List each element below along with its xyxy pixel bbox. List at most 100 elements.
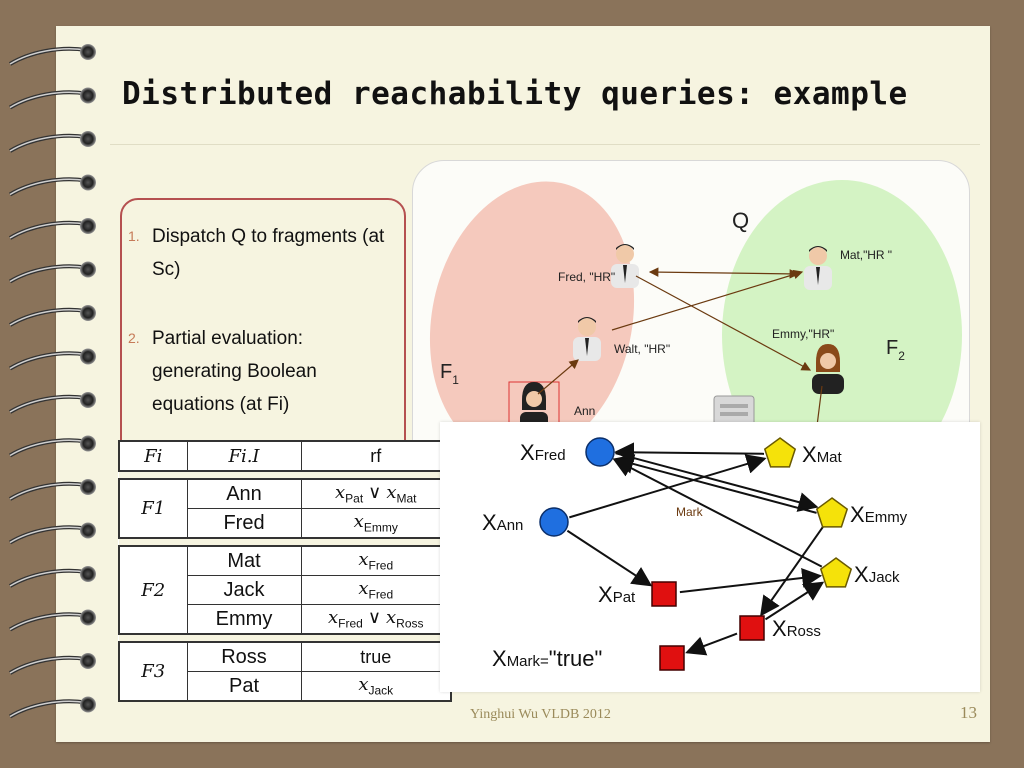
step-text: Partial evaluation: generating Boolean e…: [152, 328, 317, 415]
steps-box: 1. Dispatch Q to fragments (at Sc) 2. Pa…: [120, 198, 406, 608]
person-fred-label: Fred, "HR": [558, 270, 615, 284]
person-walt-label: Walt, "HR": [614, 342, 670, 356]
graph-node-label-mat: XMat: [802, 442, 843, 467]
step-number: 1.: [128, 228, 140, 244]
person-fred-icon: [611, 244, 639, 288]
edge-walt-mat: [611, 269, 804, 331]
graph-node-label-emmy: XEmmy: [850, 502, 908, 527]
page-number: 13: [960, 703, 977, 722]
fragment-f2-label: F2: [886, 337, 905, 363]
mark-overlay-label: Mark: [676, 505, 704, 519]
binding-ring: [8, 261, 96, 284]
fragment-f1-label: F1: [440, 361, 459, 387]
graph-node-label-fred: XFred: [520, 440, 566, 465]
node-cell: Ann: [187, 479, 302, 509]
header-fi: Fi: [119, 441, 188, 471]
node-cell: Ross: [187, 642, 302, 672]
fragment-cell: F2: [119, 546, 188, 634]
graph-node-label-ann: XAnn: [482, 510, 523, 535]
binding-ring: [8, 131, 96, 153]
slide-title: Distributed reachability queries: exampl…: [122, 76, 908, 112]
fragment-cell: F3: [119, 642, 188, 701]
binding-ring: [8, 348, 96, 371]
table-group-gap: [119, 634, 451, 642]
graph-node-label-pat: XPat: [598, 582, 636, 607]
binding-ring: [8, 653, 96, 675]
binding-ring: [8, 479, 96, 501]
graph-edge-emmy-ross: [760, 526, 824, 617]
graph-edge-jack-fred: [612, 458, 823, 568]
graph-node-jack: [819, 557, 853, 588]
graph-node-label-ross: XRoss: [772, 616, 821, 641]
binding-ring: [8, 522, 96, 545]
table-group-gap: [119, 538, 451, 546]
binding-ring: [8, 305, 96, 327]
spiral-binding: [8, 44, 96, 719]
binding-ring: [8, 392, 96, 414]
person-emmy-label: Emmy,"HR": [772, 327, 834, 341]
node-cell: Pat: [187, 671, 302, 701]
slide-paper: Distributed reachability queries: exampl…: [8, 26, 990, 742]
query-label: Q: [732, 208, 749, 233]
node-cell: Fred: [187, 508, 302, 538]
binding-ring: [8, 609, 96, 632]
person-ann-label: Ann: [574, 404, 595, 418]
step-item: 1. Dispatch Q to fragments (at Sc): [128, 220, 392, 286]
binding-ring: [8, 174, 96, 197]
rf-cell: xFred: [358, 549, 394, 573]
graph-edge-fred-emmy: [615, 452, 819, 512]
node-cell: Emmy: [187, 604, 302, 634]
binding-ring: [8, 44, 96, 66]
node-cell: Jack: [187, 575, 302, 605]
graph-node-mat: [763, 437, 797, 468]
binding-ring: [8, 696, 96, 719]
graph-node-ann: [539, 507, 569, 537]
rf-cell: true: [360, 646, 392, 667]
step-item: 2. Partial evaluation: generating Boolea…: [128, 322, 392, 421]
graph-node-pat: [651, 581, 677, 607]
edge-fred-mat: [648, 267, 800, 279]
table-header-row: Fi Fi.I rf: [119, 441, 451, 471]
binding-ring: [8, 87, 96, 110]
node-cell: Mat: [187, 546, 302, 576]
person-mat-icon: [804, 246, 832, 290]
fragment-cell: F1: [119, 479, 188, 538]
person-emmy-icon: [812, 344, 844, 394]
graph-node-label-mark: XMark="true": [492, 646, 602, 671]
graph-edge-ann-pat: [566, 529, 653, 587]
graph-node-label-jack: XJack: [854, 562, 900, 587]
fragment-scene: Q F1 F2 Fred, "HR" Walt, "HR" Ann Mat,"H…: [429, 180, 962, 450]
edge-ann-walt: [537, 359, 579, 395]
table-group-gap: [119, 471, 451, 479]
person-walt-icon: [573, 317, 601, 361]
rf-cell: xFred ∨ xRoss: [327, 607, 424, 631]
graph-edge-ann-mat: [569, 454, 767, 519]
header-fi-i: Fi.I: [187, 441, 302, 471]
graph-edge-ross-jack: [764, 581, 825, 621]
binding-ring: [8, 566, 96, 588]
rf-cell: xFred: [358, 578, 394, 602]
graph-node-emmy: [815, 497, 849, 528]
step-text: Dispatch Q to fragments (at Sc): [152, 226, 385, 280]
footer-text: Yinghui Wu VLDB 2012: [470, 707, 611, 722]
binding-ring: [8, 435, 96, 458]
rf-cell: xPat ∨ xMat: [334, 482, 417, 506]
graph-node-fred: [585, 437, 615, 467]
table-row: Pat xJack: [119, 671, 451, 701]
binding-ring: [8, 218, 96, 240]
fragment-f1-region: [429, 181, 635, 450]
step-number: 2.: [128, 330, 140, 346]
graph-edge-ross-mark: [685, 632, 738, 656]
graph-edge-emmy-fred: [613, 454, 817, 514]
person-mat-label: Mat,"HR ": [840, 248, 892, 262]
header-rf: rf: [370, 445, 382, 466]
rf-cell: xJack: [358, 674, 394, 698]
graph-edge-mat-fred: [613, 442, 765, 463]
